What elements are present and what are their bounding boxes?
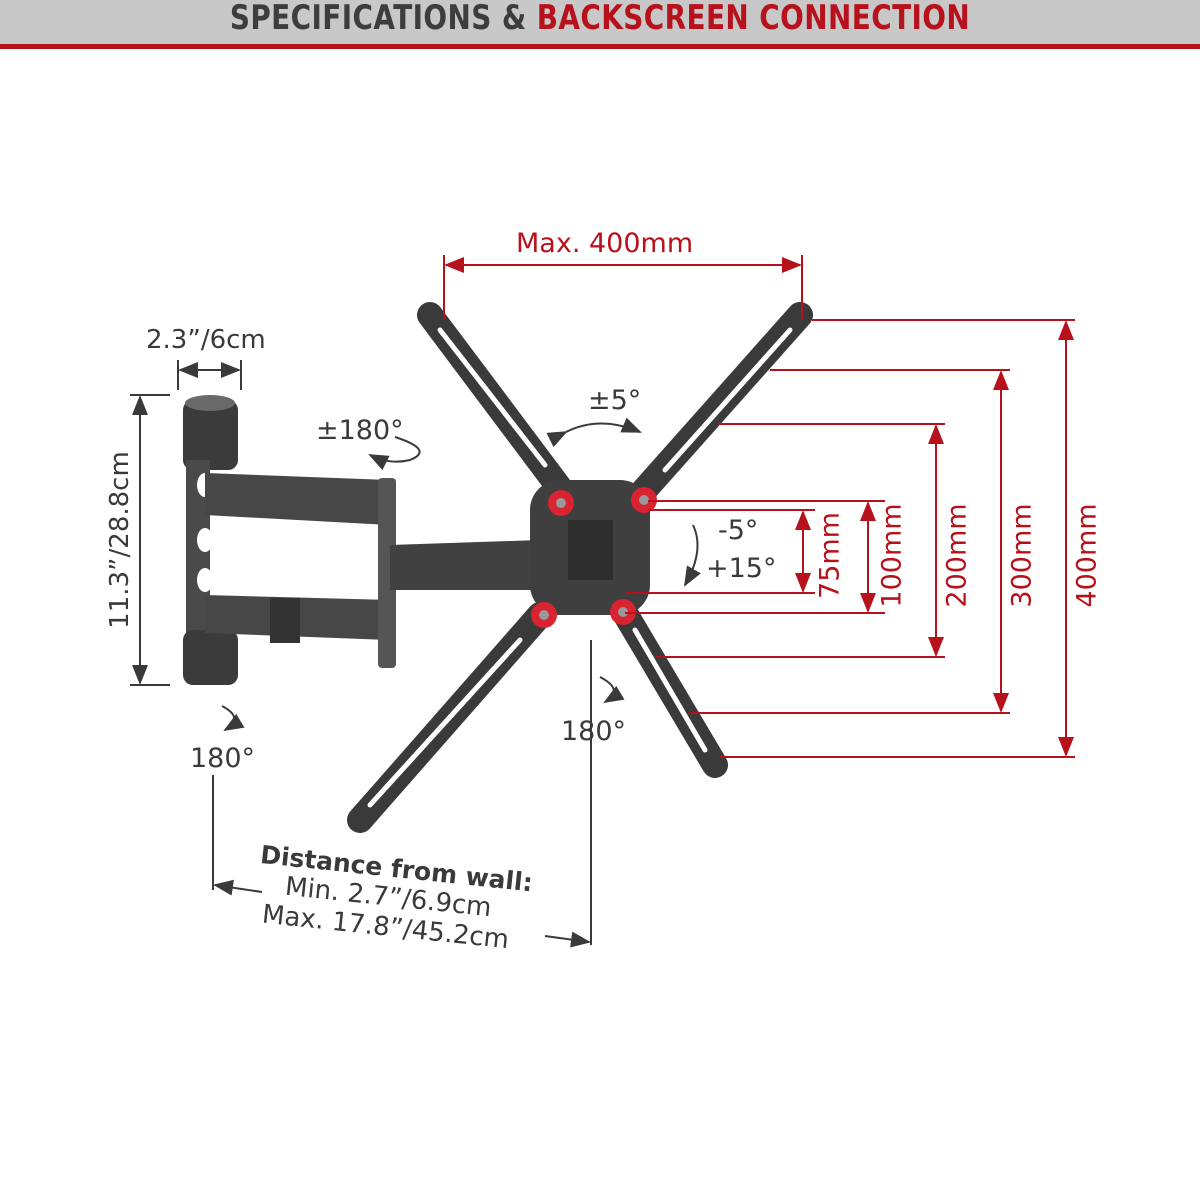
vesa-300-label: 300mm: [1006, 503, 1038, 608]
tilt-down-label: +15°: [706, 553, 777, 584]
plate-width-label: 2.3”/6cm: [146, 325, 266, 355]
header-bar: [0, 0, 1200, 44]
rotation-label: ±5°: [588, 385, 642, 416]
vesa-dimension-lines: [443, 255, 1075, 758]
max-width-label: Max. 400mm: [516, 228, 694, 259]
title-specifications: SPECIFICATIONS &: [229, 0, 537, 38]
wall-plate: [183, 395, 238, 685]
tilt-up-label: -5°: [718, 515, 759, 546]
arm-swivel-label: ±180°: [316, 415, 404, 446]
mounting-bolts: [531, 487, 657, 628]
title-backscreen: BACKSCREEN CONNECTION: [536, 0, 971, 38]
articulating-arm: [205, 473, 540, 668]
head-swivel-label: 180°: [561, 716, 627, 747]
plate-height-label: 11.3”/28.8cm: [105, 451, 135, 629]
vesa-100-label: 100mm: [876, 503, 908, 608]
vesa-75-label: 75mm: [814, 512, 846, 599]
vesa-400-label: 400mm: [1071, 503, 1103, 608]
header-accent-line: [0, 44, 1200, 49]
wall-swivel-label: 180°: [190, 743, 256, 774]
vesa-200-label: 200mm: [941, 503, 973, 608]
wall-dimension-lines: [130, 360, 701, 948]
vesa-cross-plate: [347, 302, 813, 833]
page-title: SPECIFICATIONS & BACKSCREEN CONNECTION: [108, 0, 1092, 44]
